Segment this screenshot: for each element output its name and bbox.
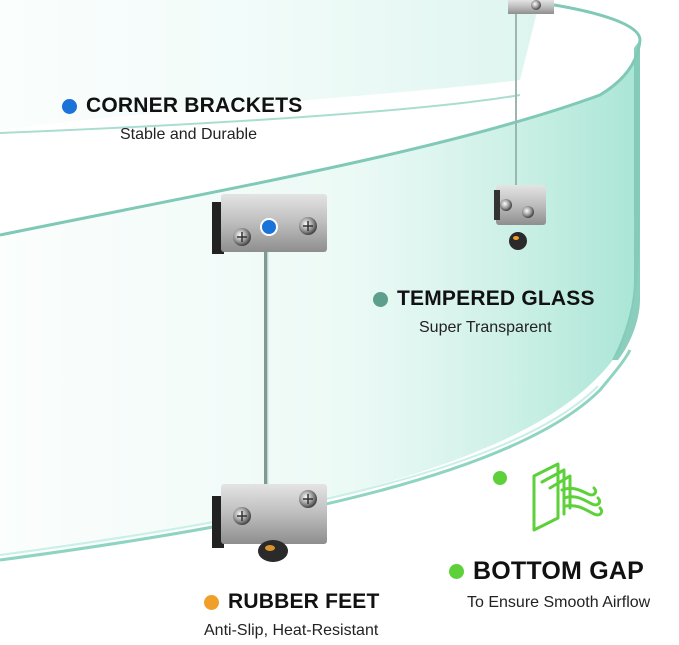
corner-brackets-title: CORNER BRACKETS: [86, 94, 303, 117]
teal-dot-icon: [373, 291, 388, 307]
bottom-gap-title: BOTTOM GAP: [473, 557, 644, 585]
bottom-gap-marker: [491, 469, 509, 487]
glass-top-edge: [0, 39, 642, 237]
corner-bracket-marker: [260, 218, 278, 236]
rubber-feet-subtitle: Anti-Slip, Heat-Resistant: [204, 622, 379, 639]
rubber-feet-label: RUBBER FEET Anti-Slip, Heat-Resistant: [204, 590, 380, 640]
green-dot-icon: [449, 564, 464, 579]
orange-dot-icon: [204, 594, 219, 610]
corner-bracket-bottom: [212, 484, 327, 562]
rubber-foot: [258, 540, 288, 562]
corner-bracket-right: [494, 185, 546, 250]
bottom-gap-label: BOTTOM GAP To Ensure Smooth Airflow: [449, 557, 650, 612]
airflow-icon: [532, 462, 604, 532]
glass-panel: [0, 40, 640, 560]
tempered-glass-title: TEMPERED GLASS: [397, 287, 595, 310]
blue-dot-icon: [62, 98, 77, 114]
bottom-gap-subtitle: To Ensure Smooth Airflow: [467, 594, 651, 611]
glass-back-panel: [0, 0, 540, 130]
glass-bottom-edge: [0, 349, 632, 562]
corner-brackets-label: CORNER BRACKETS Stable and Durable: [62, 94, 303, 144]
glass-side-edge: [612, 40, 640, 360]
tempered-glass-label: TEMPERED GLASS Super Transparent: [373, 287, 595, 337]
rubber-feet-title: RUBBER FEET: [228, 590, 380, 613]
corner-bracket-rear: [508, 0, 554, 14]
tempered-glass-subtitle: Super Transparent: [419, 319, 552, 336]
corner-brackets-subtitle: Stable and Durable: [120, 126, 257, 143]
